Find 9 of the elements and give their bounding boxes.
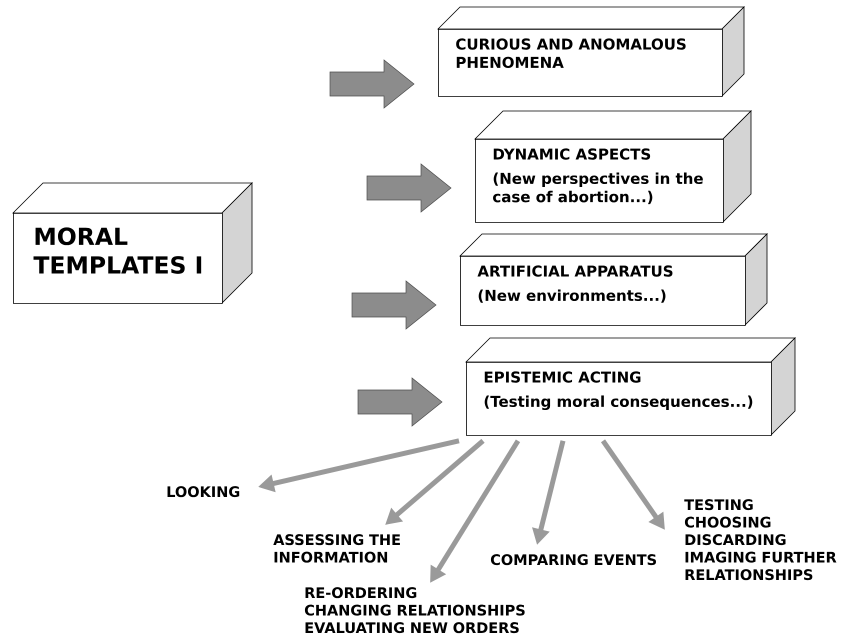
block-arrow [352, 280, 437, 330]
outcome-label: COMPARING EVENTS [490, 554, 656, 566]
outcome-label: TESTING CHOOSING DISCARDING IMAGING FURTHER RELATIONSHIPS [684, 499, 836, 580]
outcome-label: RE-ORDERING CHANGING RELATIONSHIPS EVALUATING NEW ORDERS [304, 587, 525, 634]
outcome-label: LOOKING [168, 486, 240, 498]
block-arrow [358, 377, 443, 427]
block-arrow [330, 59, 415, 109]
outcome-label: ASSESSING THE INFORMATION [273, 534, 400, 563]
block-arrow [366, 163, 452, 213]
